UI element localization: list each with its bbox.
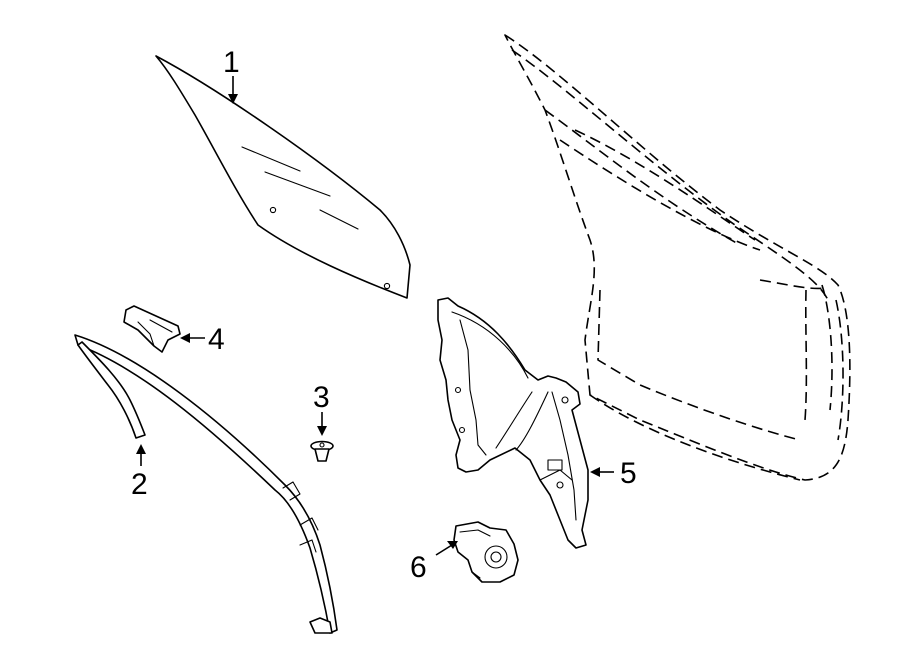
callout-arrow-6 <box>435 541 458 556</box>
callout-arrow-3 <box>317 412 327 436</box>
door-glass <box>155 55 411 299</box>
glass-run-channel <box>74 334 338 634</box>
callout-4: 4 <box>208 323 225 356</box>
callout-1: 1 <box>223 46 240 79</box>
callout-arrow-1 <box>228 76 238 104</box>
door-shell-outline <box>504 34 851 481</box>
callout-arrow-2 <box>136 444 146 466</box>
push-clip <box>310 440 334 462</box>
callout-arrow-5 <box>590 467 614 477</box>
callout-2: 2 <box>131 468 148 501</box>
callout-arrow-4 <box>180 333 205 343</box>
window-regulator <box>437 297 589 549</box>
callout-6: 6 <box>410 551 427 584</box>
callout-5: 5 <box>620 457 637 490</box>
callout-3: 3 <box>313 381 330 414</box>
glass-bracket <box>123 305 181 353</box>
regulator-motor <box>453 521 519 583</box>
